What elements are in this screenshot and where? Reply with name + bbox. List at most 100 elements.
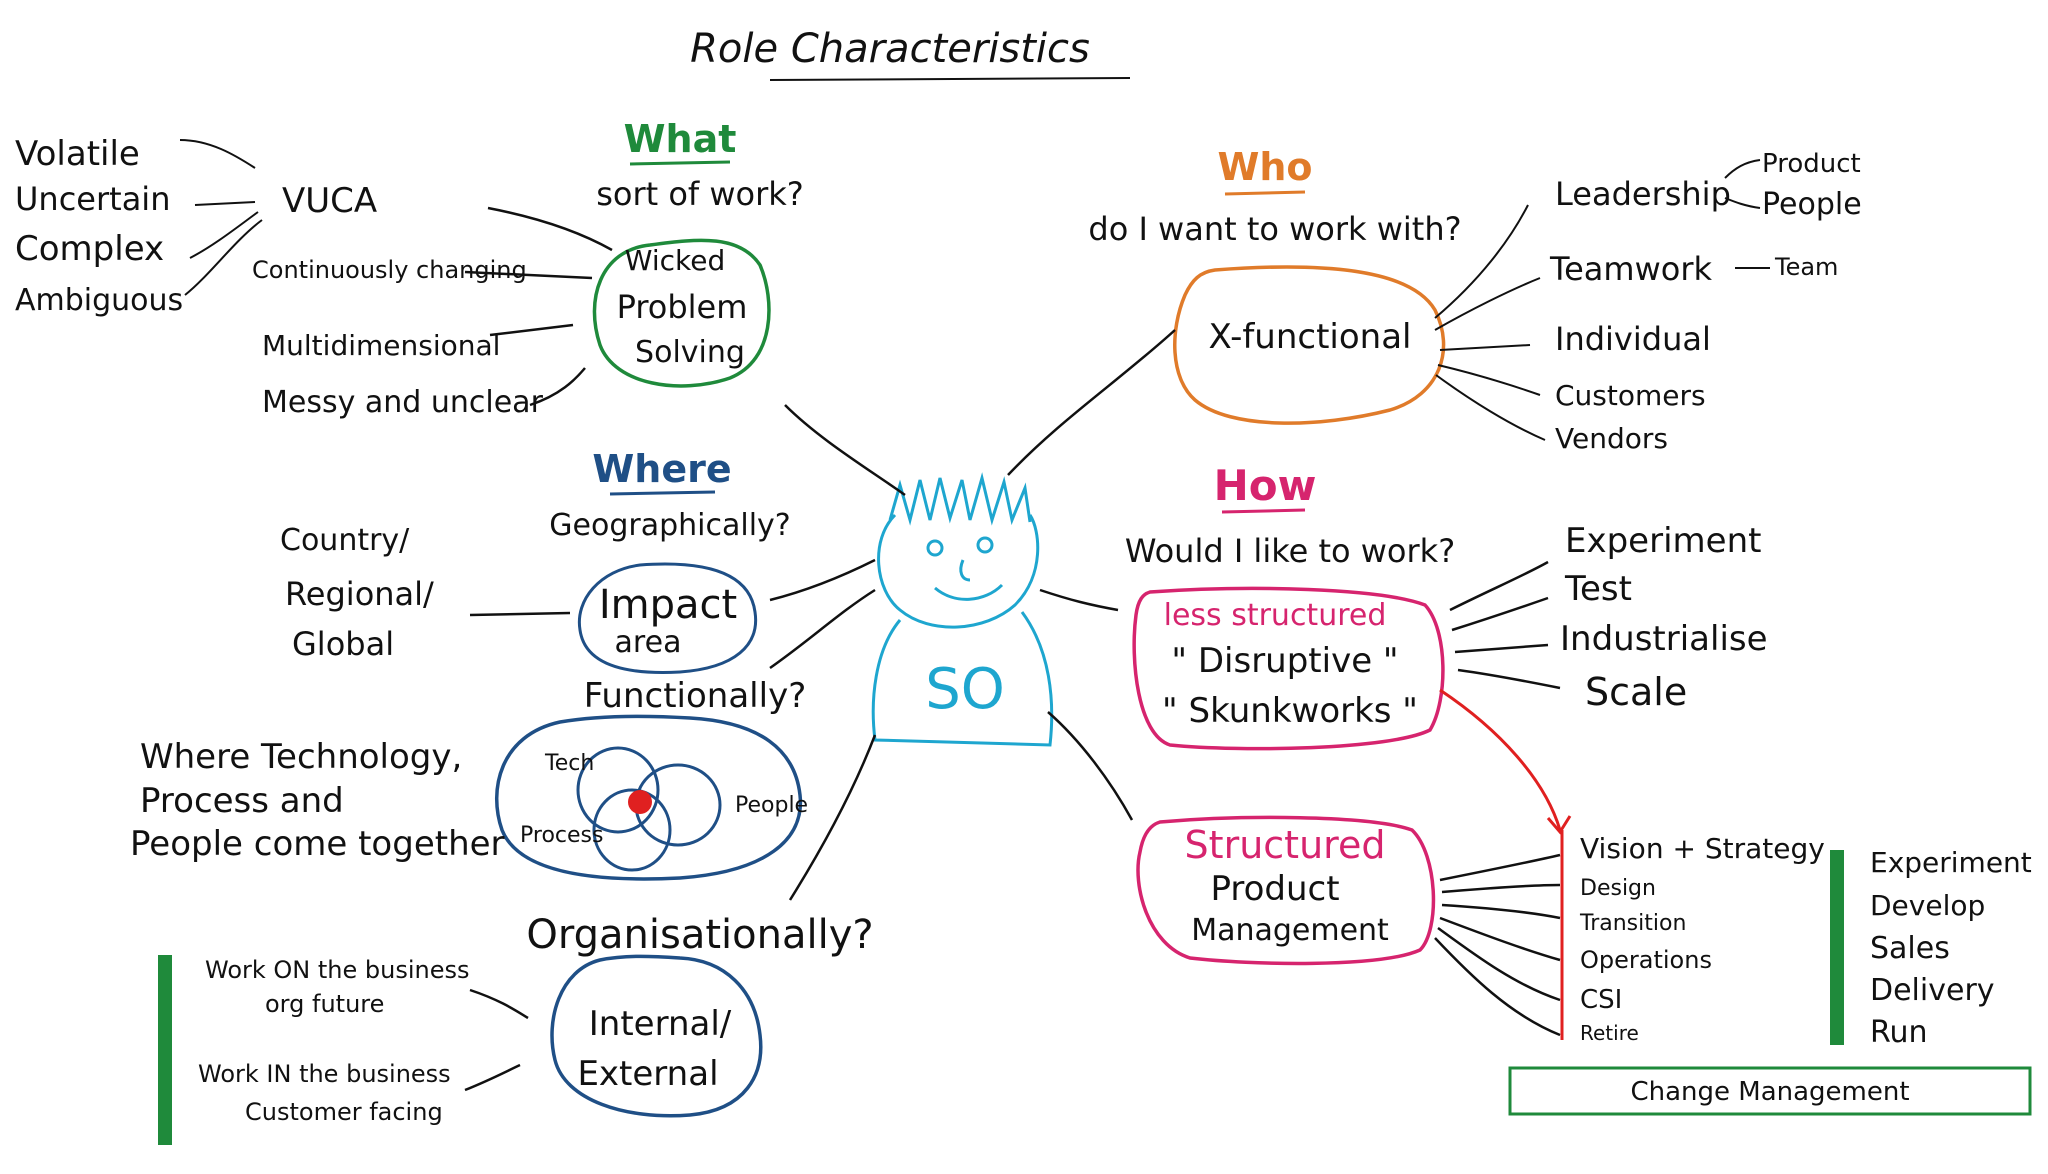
organisationally-question: Organisationally? [526,912,873,958]
body-icon [871,611,1054,747]
less-structured-connectors [1449,560,1561,690]
where-option-regional: Regional/ [285,575,434,613]
who-item-vendors: Vendors [1555,422,1668,455]
nose-icon [959,559,971,582]
functionally-note-line-3: People come together [130,824,505,864]
structured-connectors [1434,853,1561,1037]
lifecycle-item-develop: Develop [1870,889,1985,922]
less-structured-line-2: " Skunkworks " [1162,691,1418,731]
lifecycle-item-delivery: Delivery [1870,973,1995,1008]
where-node-line-2: area [615,625,682,660]
what-node-line-1: Wicked [625,244,725,277]
right-eye-icon [976,536,994,554]
who-question: do I want to work with? [1088,210,1461,248]
structured-node-outline [1136,815,1436,966]
lifecycle-green-bar [1830,850,1844,1045]
vuca-term-uncertain: Uncertain [15,180,170,218]
how-heading: How [1214,461,1317,510]
structured-item-operations: Operations [1580,946,1712,974]
structured-line-1: Product [1210,869,1339,909]
on-in-green-bar [158,955,172,1145]
who-item-teamwork: Teamwork [1549,250,1712,288]
org-on-line-2: org future [265,990,384,1018]
how-heading-underline [1221,508,1306,514]
what-item-continuously-changing: Continuously changing [252,256,527,284]
who-connectors [1434,204,1546,441]
who-node-label: X-functional [1208,317,1411,357]
left-eye-icon [926,539,944,557]
what-node-outline [592,238,771,388]
lifecycle-item-run: Run [1870,1015,1928,1050]
venn-label-tech: Tech [544,751,594,776]
who-sub-product: Product [1762,149,1861,179]
who-item-individual: Individual [1555,320,1711,358]
functionally-note-line-1: Where Technology, [140,737,462,777]
less-structured-node-outline [1132,586,1445,751]
who-sub-team: Team [1774,253,1838,281]
functionally-question: Functionally? [584,676,807,716]
lifecycle-item-sales: Sales [1870,931,1950,966]
who-item-leadership: Leadership [1555,175,1731,213]
venn-label-people: People [735,793,808,818]
structured-line-2: Management [1191,913,1389,948]
what-connectors [464,206,613,407]
who-heading-underline [1224,190,1306,196]
less-structured-item-scale: Scale [1585,670,1687,714]
venn-process-circle [592,788,672,872]
transition-arrow [1439,688,1562,831]
organisationally-connectors [464,988,529,1092]
where-connector [469,611,571,617]
where-question: Geographically? [549,508,790,543]
who-item-customers: Customers [1555,379,1706,412]
functionally-note-line-2: Process and [140,781,344,821]
leadership-sub-connectors [1724,159,1770,269]
what-item-vuca: VUCA [282,181,377,221]
title-underline [769,77,1131,81]
head-icon [877,513,1040,629]
structured-item-transition: Transition [1579,911,1686,936]
less-structured-label: less structured [1164,598,1387,633]
less-structured-item-industrialise: Industrialise [1560,619,1768,659]
what-item-messy: Messy and unclear [262,385,544,420]
what-node-line-3: Solving [635,335,745,370]
structured-item-design: Design [1580,876,1656,901]
what-node-line-2: Problem [617,288,748,326]
functionally-node-outline [494,714,803,881]
structured-item-vision: Vision + Strategy [1580,832,1825,865]
arrow-head-icon [1546,815,1572,835]
org-on-line-1: Work ON the business [205,956,470,984]
center-person [871,472,1054,747]
where-node-line-1: Impact [599,582,737,628]
vuca-term-ambiguous: Ambiguous [15,283,183,318]
structured-item-csi: CSI [1580,985,1622,1015]
less-structured-line-1: " Disruptive " [1171,641,1398,681]
page-title: Role Characteristics [690,26,1090,72]
change-management-label: Change Management [1630,1077,1909,1107]
what-heading: What [624,117,737,161]
structured-item-retire: Retire [1580,1021,1639,1045]
what-heading-underline [629,160,731,166]
org-in-line-1: Work IN the business [198,1060,451,1088]
who-sub-people: People [1762,187,1862,222]
mouth-icon [934,583,1004,601]
where-node-outline [577,562,758,674]
vuca-term-volatile: Volatile [15,134,140,174]
who-heading: Who [1217,145,1312,189]
venn-label-process: Process [520,823,603,848]
less-structured-item-experiment: Experiment [1565,521,1761,561]
change-management-box [1508,1066,2032,1116]
where-option-global: Global [292,625,394,663]
what-question: sort of work? [596,175,804,213]
vuca-connectors [179,139,263,296]
center-connectors [769,329,1176,901]
lifecycle-item-experiment: Experiment [1870,846,2032,879]
how-question: Would I like to work? [1125,532,1455,570]
less-structured-item-test: Test [1564,569,1632,609]
venn-center-dot [628,790,652,814]
hair-icon [888,472,1032,526]
organisationally-node-line-1: Internal/ [589,1004,732,1044]
org-in-line-2: Customer facing [245,1098,443,1126]
venn-tech-circle [576,746,660,834]
center-initials: SO [925,657,1005,722]
